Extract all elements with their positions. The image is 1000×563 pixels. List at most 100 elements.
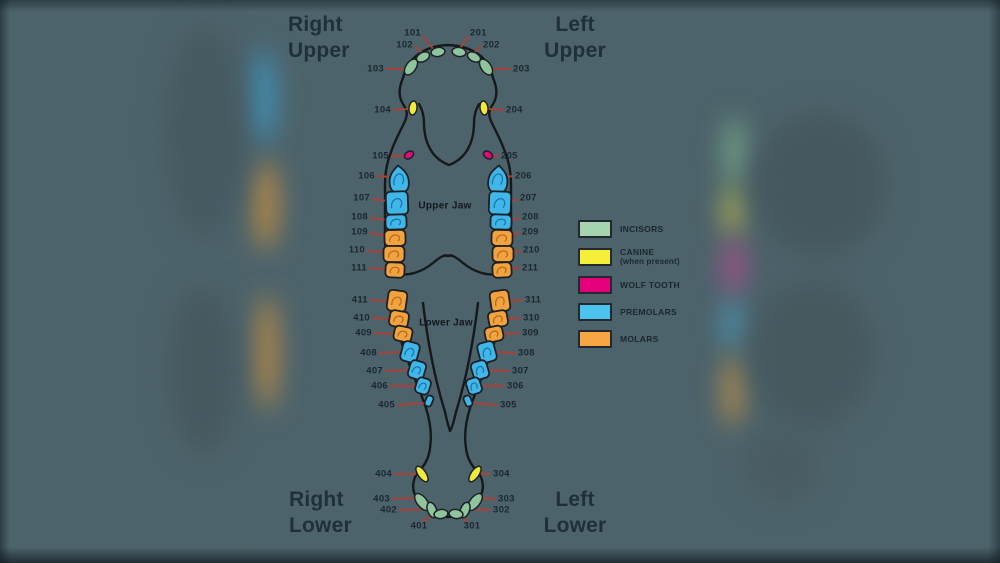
leader-line-309 xyxy=(501,332,521,335)
tooth-206 xyxy=(487,164,509,194)
tooth-label-305: 305 xyxy=(500,400,517,411)
teeth xyxy=(382,46,515,520)
tooth-207 xyxy=(487,190,513,216)
tooth-label-103: 103 xyxy=(367,64,384,75)
leader-line-403 xyxy=(391,497,418,500)
jaw-outlines xyxy=(383,43,513,519)
tooth-306 xyxy=(465,376,483,396)
lower-jaw-label: Lower Jaw xyxy=(419,317,473,329)
tooth-408 xyxy=(399,340,421,364)
corner-line: Lower xyxy=(543,514,607,537)
tooth-209 xyxy=(490,228,514,248)
upper-jaw-outline xyxy=(383,43,513,276)
corner-label-right-upper: Right Upper xyxy=(288,12,350,64)
tooth-204 xyxy=(479,100,489,116)
tooth-surface-detail xyxy=(411,366,422,375)
legend-sublabel: (when present) xyxy=(620,257,680,266)
tooth-surface-detail xyxy=(388,250,400,258)
tooth-label-211: 211 xyxy=(522,263,539,274)
tooth-409 xyxy=(392,324,414,344)
tooth-label-208: 208 xyxy=(522,212,539,223)
tooth-308 xyxy=(476,340,498,364)
leader-line-308 xyxy=(493,351,517,354)
tooth-surface-detail xyxy=(389,266,400,274)
tooth-label-201: 201 xyxy=(470,28,487,39)
tooth-411 xyxy=(385,288,409,314)
tooth-surface-detail xyxy=(492,315,503,324)
tooth-203 xyxy=(478,58,494,76)
tooth-surface-detail xyxy=(390,218,402,226)
tooth-108 xyxy=(384,213,408,231)
tooth-407 xyxy=(406,359,428,381)
tooth-label-101: 101 xyxy=(404,28,421,39)
tooth-105 xyxy=(403,150,415,160)
leader-line-407 xyxy=(384,369,411,372)
backdrop-blob xyxy=(725,238,743,296)
tooth-label-307: 307 xyxy=(512,366,529,377)
tooth-311 xyxy=(488,288,512,314)
tooth-label-110: 110 xyxy=(349,245,365,256)
leader-line-204 xyxy=(488,108,505,111)
tooth-label-411: 411 xyxy=(352,295,369,306)
tooth-label-402: 402 xyxy=(380,505,397,516)
tooth-surface-detail xyxy=(418,382,427,391)
leader-line-108 xyxy=(369,217,388,221)
legend-label: MOLARS xyxy=(620,334,659,344)
legend-item-wolf: WOLF TOOTH xyxy=(578,276,718,294)
tooth-211 xyxy=(491,261,513,279)
tooth-surface-detail xyxy=(470,382,478,391)
lower-jaw-outline xyxy=(389,290,507,519)
backdrop-blob xyxy=(165,25,245,240)
tooth-301 xyxy=(448,508,464,520)
tooth-label-406: 406 xyxy=(371,381,388,392)
leader-line-311 xyxy=(507,299,524,302)
tooth-406 xyxy=(414,376,432,396)
corner-line: Right xyxy=(288,13,343,36)
leader-line-305 xyxy=(470,402,499,406)
tooth-201 xyxy=(451,46,467,58)
tooth-label-202: 202 xyxy=(483,40,500,51)
molar-color-swatch xyxy=(578,330,612,348)
tooth-110 xyxy=(382,245,406,263)
tooth-label-408: 408 xyxy=(360,348,377,359)
tooth-309 xyxy=(483,324,505,344)
legend-label: WOLF TOOTH xyxy=(620,280,680,290)
backdrop-blob xyxy=(725,355,741,427)
leader-line-409 xyxy=(373,332,396,335)
tooth-106 xyxy=(388,164,410,194)
tooth-label-301: 301 xyxy=(464,521,481,532)
legend-label: PREMOLARS xyxy=(620,307,678,317)
canine-color-swatch xyxy=(578,247,612,266)
tooth-surface-detail xyxy=(497,250,509,258)
tooth-surface-detail xyxy=(494,296,505,307)
tooth-surface-detail xyxy=(482,347,492,358)
tooth-103 xyxy=(403,58,419,76)
tooth-label-309: 309 xyxy=(522,328,539,339)
tooth-surface-detail xyxy=(389,234,401,242)
tooth-label-403: 403 xyxy=(373,494,390,505)
tooth-label-206: 206 xyxy=(515,171,532,182)
backdrop-blob xyxy=(252,50,274,145)
tooth-surface-detail xyxy=(494,218,507,226)
tooth-label-306: 306 xyxy=(507,381,524,392)
tooth-101 xyxy=(430,46,446,58)
tooth-label-109: 109 xyxy=(351,227,368,238)
tooth-surface-detail xyxy=(390,198,403,209)
tooth-label-104: 104 xyxy=(374,105,391,116)
wolf-color-swatch xyxy=(578,276,612,294)
backdrop-blob xyxy=(258,295,276,410)
tooth-surface-detail xyxy=(493,198,506,209)
tooth-109 xyxy=(383,228,407,248)
tooth-307 xyxy=(469,359,491,381)
tooth-label-308: 308 xyxy=(518,348,535,359)
tooth-label-311: 311 xyxy=(525,295,542,306)
tooth-label-409: 409 xyxy=(355,328,372,339)
backdrop-blob xyxy=(725,186,741,236)
incisor-color-swatch xyxy=(578,220,612,238)
tooth-label-210: 210 xyxy=(523,245,540,256)
tooth-label-405: 405 xyxy=(378,400,395,411)
backdrop-blob xyxy=(742,428,822,503)
leader-line-111 xyxy=(368,267,388,270)
